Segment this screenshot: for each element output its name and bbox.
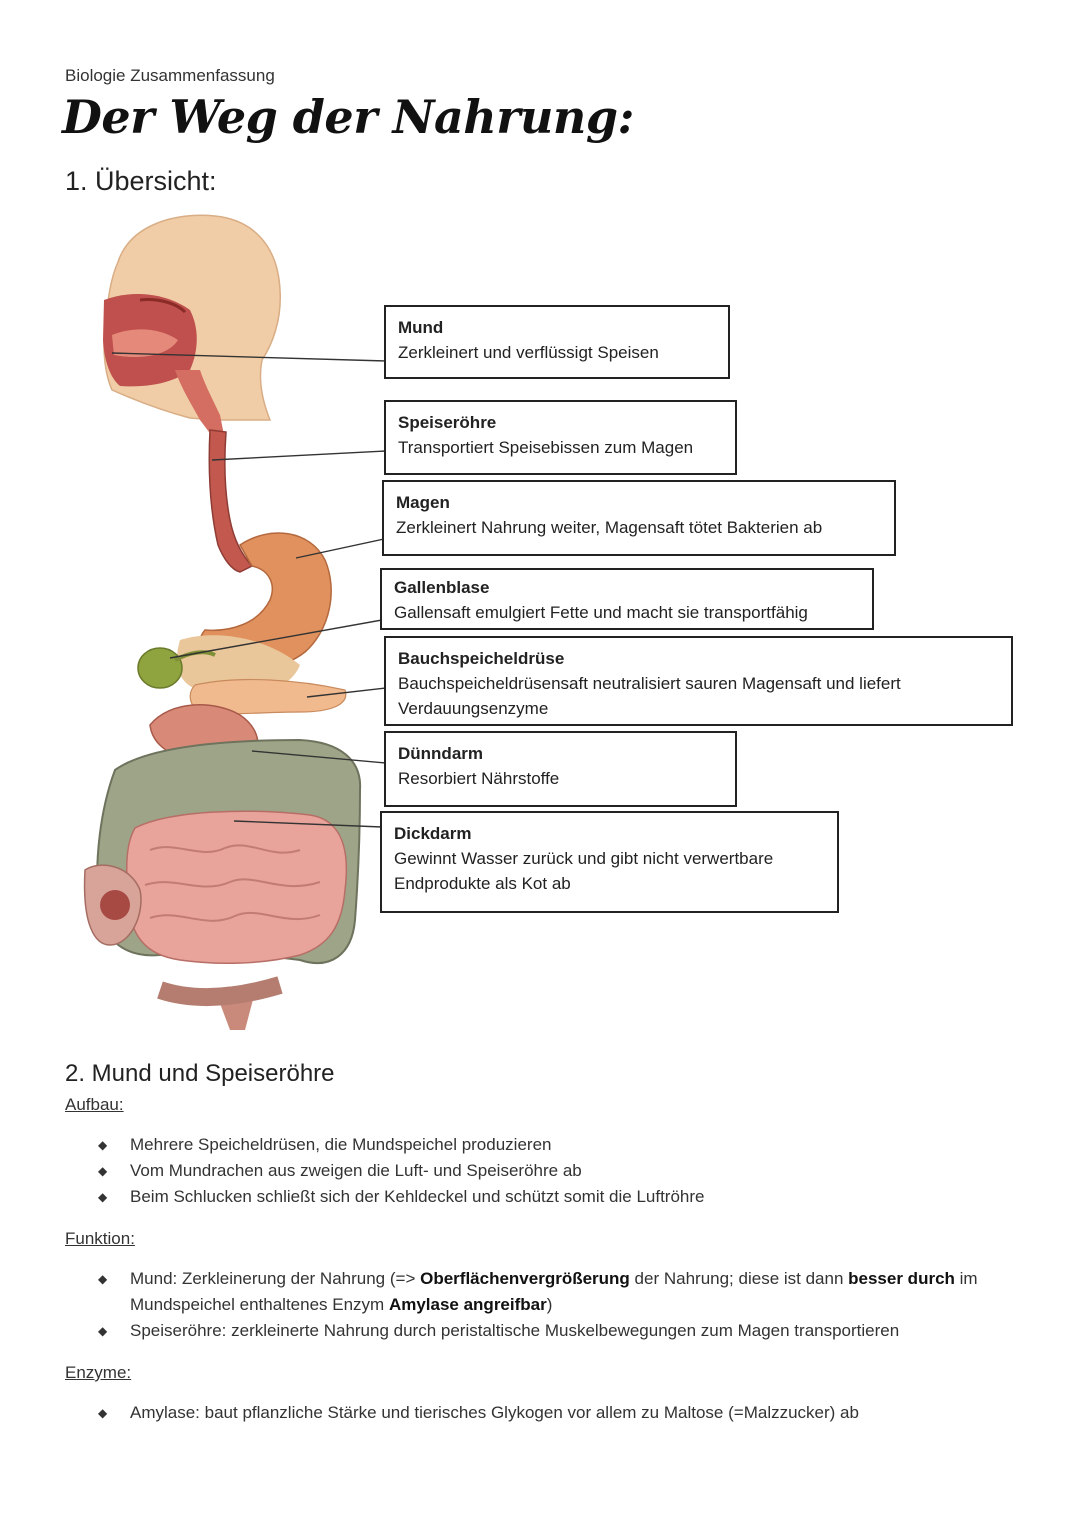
callout-title: Gallenblase	[394, 578, 490, 597]
bullet-icon: ◆	[98, 1138, 108, 1152]
callout-mund: Mund Zerkleinert und verflüssigt Speisen	[384, 305, 730, 379]
leader-line-gallenblase	[169, 619, 383, 659]
callout-bauchspeicheldruese: Bauchspeicheldrüse Bauchspeicheldrüsensa…	[384, 636, 1013, 726]
callout-text: Zerkleinert Nahrung weiter, Magensaft tö…	[396, 518, 823, 537]
callout-text: Transportiert Speisebissen zum Magen	[398, 438, 694, 457]
callout-title: Bauchspeicheldrüse	[398, 649, 565, 668]
callout-title: Speiseröhre	[398, 413, 497, 432]
document-subject: Biologie Zusammenfassung	[65, 66, 275, 85]
callout-duenndarm: Dünndarm Resorbiert Nährstoffe	[384, 731, 737, 807]
callout-magen: Magen Zerkleinert Nahrung weiter, Magens…	[382, 480, 896, 556]
list-item: ◆Vom Mundrachen aus zweigen die Luft- un…	[65, 1158, 1025, 1184]
list-item: ◆Mehrere Speicheldrüsen, die Mundspeiche…	[65, 1132, 1025, 1158]
leader-line-bauchspeicheldruese	[306, 687, 387, 698]
subheading-funktion: Funktion:	[65, 1229, 135, 1248]
callout-dickdarm: Dickdarm Gewinnt Wasser zurück und gibt …	[380, 811, 839, 913]
callout-title: Magen	[396, 493, 450, 512]
bullet-icon: ◆	[98, 1324, 108, 1338]
callout-gallenblase: Gallenblase Gallensaft emulgiert Fette u…	[380, 568, 874, 630]
callout-text: Gallensaft emulgiert Fette und macht sie…	[394, 603, 808, 622]
list-item: ◆Amylase: baut pflanzliche Stärke und ti…	[65, 1400, 1025, 1426]
page-title: Der Weg der Nahrung:	[62, 90, 635, 144]
digestive-system-illustration	[83, 214, 387, 1030]
list-item: ◆Mund: Zerkleinerung der Nahrung (=> Obe…	[65, 1266, 1025, 1318]
leader-line-duenndarm	[251, 750, 387, 764]
callout-text: Gewinnt Wasser zurück und gibt nicht ver…	[394, 849, 774, 893]
leader-line-dickdarm	[233, 820, 383, 828]
list-item: ◆Beim Schlucken schließt sich der Kehlde…	[65, 1184, 1025, 1210]
bullet-icon: ◆	[98, 1406, 108, 1420]
callout-text: Bauchspeicheldrüsensaft neutralisiert sa…	[398, 674, 901, 718]
callout-title: Mund	[398, 318, 444, 337]
callout-text: Zerkleinert und verflüssigt Speisen	[398, 343, 659, 362]
leader-line-magen	[295, 538, 385, 559]
callout-speiseroehre: Speiseröhre Transportiert Speisebissen z…	[384, 400, 737, 475]
enzyme-list: ◆Amylase: baut pflanzliche Stärke und ti…	[65, 1400, 1025, 1426]
subheading-aufbau: Aufbau:	[65, 1095, 124, 1114]
subheading-enzyme: Enzyme:	[65, 1363, 132, 1382]
leader-line-mund	[111, 352, 387, 362]
bullet-icon: ◆	[98, 1164, 108, 1178]
leader-line-speiseroehre	[211, 450, 387, 461]
bullet-icon: ◆	[98, 1272, 108, 1286]
section-heading-mund-speiseroehre: 2. Mund und Speiseröhre	[65, 1060, 335, 1087]
section-heading-overview: 1. Übersicht:	[65, 166, 217, 196]
callout-title: Dickdarm	[394, 824, 472, 843]
funktion-list: ◆Mund: Zerkleinerung der Nahrung (=> Obe…	[65, 1266, 1025, 1344]
aufbau-list: ◆Mehrere Speicheldrüsen, die Mundspeiche…	[65, 1132, 1025, 1210]
list-item: ◆Speiseröhre: zerkleinerte Nahrung durch…	[65, 1318, 1025, 1344]
callout-title: Dünndarm	[398, 744, 483, 763]
callout-text: Resorbiert Nährstoffe	[398, 769, 560, 788]
bullet-icon: ◆	[98, 1190, 108, 1204]
